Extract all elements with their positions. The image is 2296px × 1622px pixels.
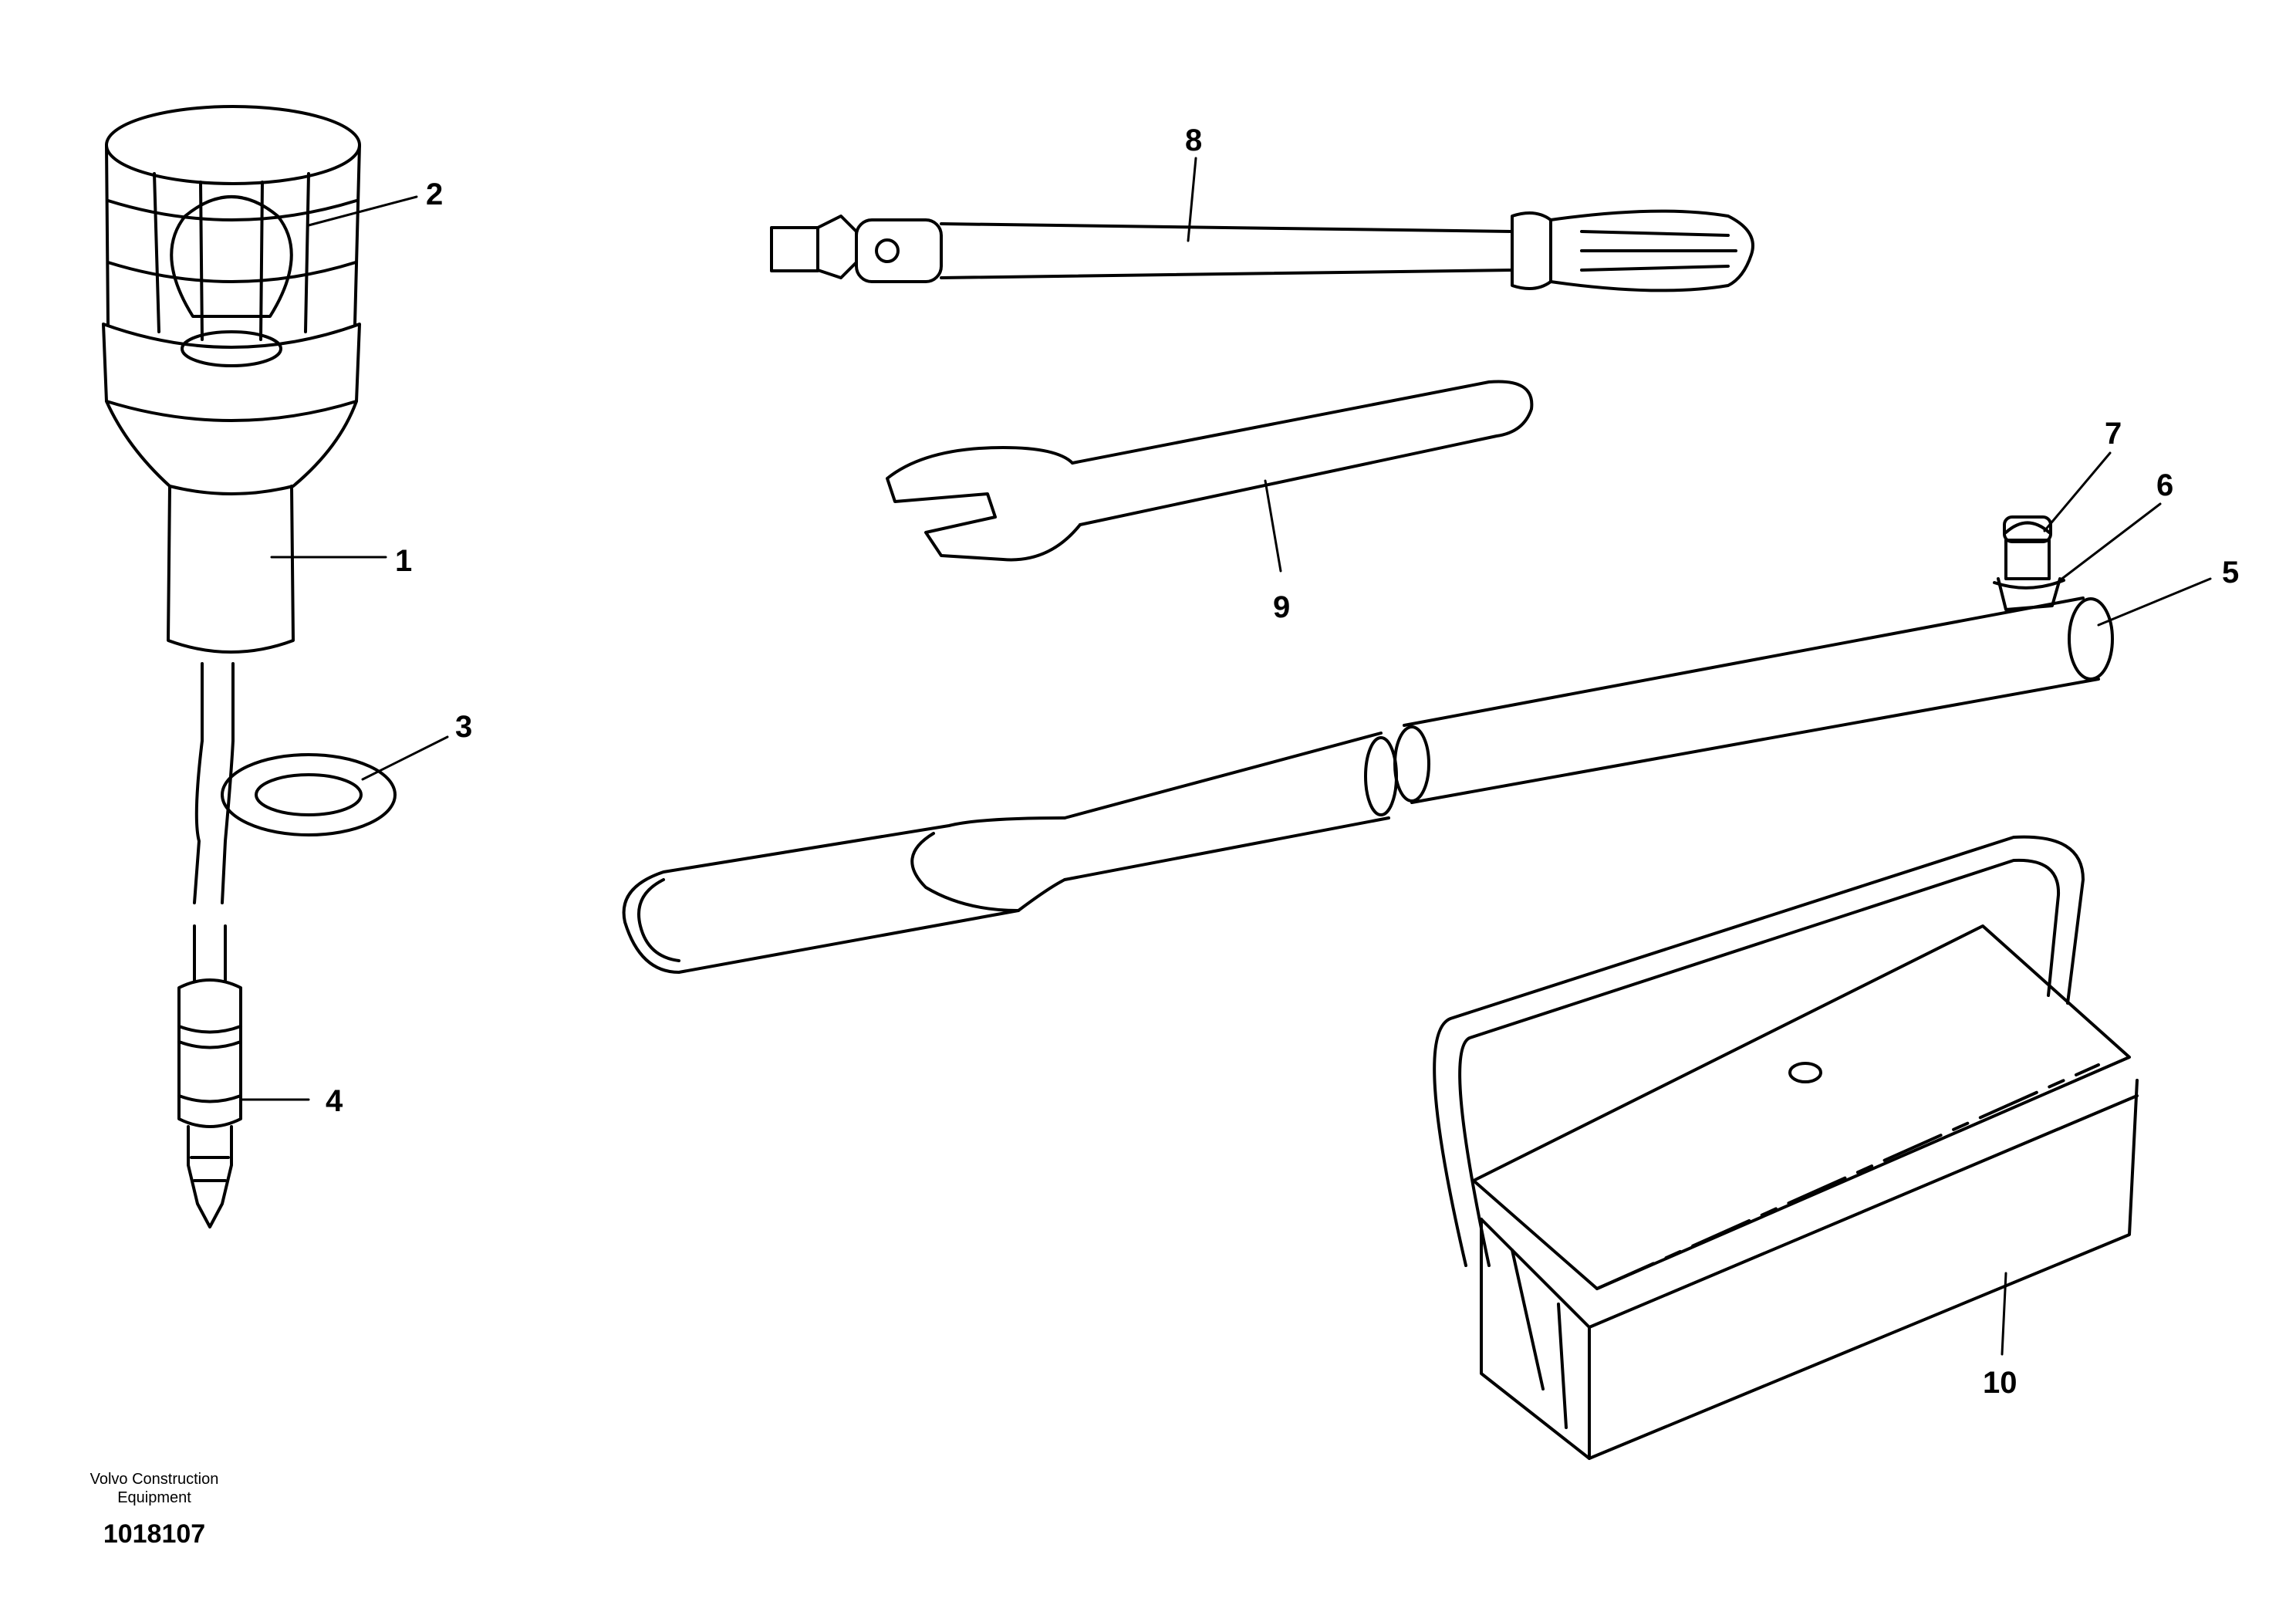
callout-2: 2 bbox=[426, 177, 443, 211]
callout-8: 8 bbox=[1185, 123, 1202, 157]
company-name-line1: Volvo Construction bbox=[89, 1471, 219, 1488]
callout-5: 5 bbox=[2222, 556, 2239, 590]
callout-1: 1 bbox=[395, 544, 412, 578]
footer-block: Volvo Construction Equipment 1018107 bbox=[54, 1470, 255, 1549]
callout-4: 4 bbox=[326, 1084, 343, 1118]
callout-9: 9 bbox=[1273, 590, 1290, 624]
ratchet-handle bbox=[770, 209, 1754, 292]
callout-labels: 1 2 3 4 5 6 7 8 9 10 bbox=[326, 123, 2239, 1400]
callout-6: 6 bbox=[2156, 468, 2173, 502]
hand-lamp bbox=[102, 105, 397, 1228]
company-name-line2: Equipment bbox=[117, 1489, 191, 1506]
callout-7: 7 bbox=[2105, 417, 2122, 451]
callout-3: 3 bbox=[455, 710, 472, 744]
document-number: 1018107 bbox=[103, 1519, 206, 1549]
open-end-spanner bbox=[886, 380, 1534, 562]
tool-box bbox=[1433, 835, 2139, 1460]
lever-bar bbox=[622, 515, 2114, 974]
leader-lines bbox=[239, 157, 2212, 1356]
callout-10: 10 bbox=[1983, 1366, 2017, 1400]
